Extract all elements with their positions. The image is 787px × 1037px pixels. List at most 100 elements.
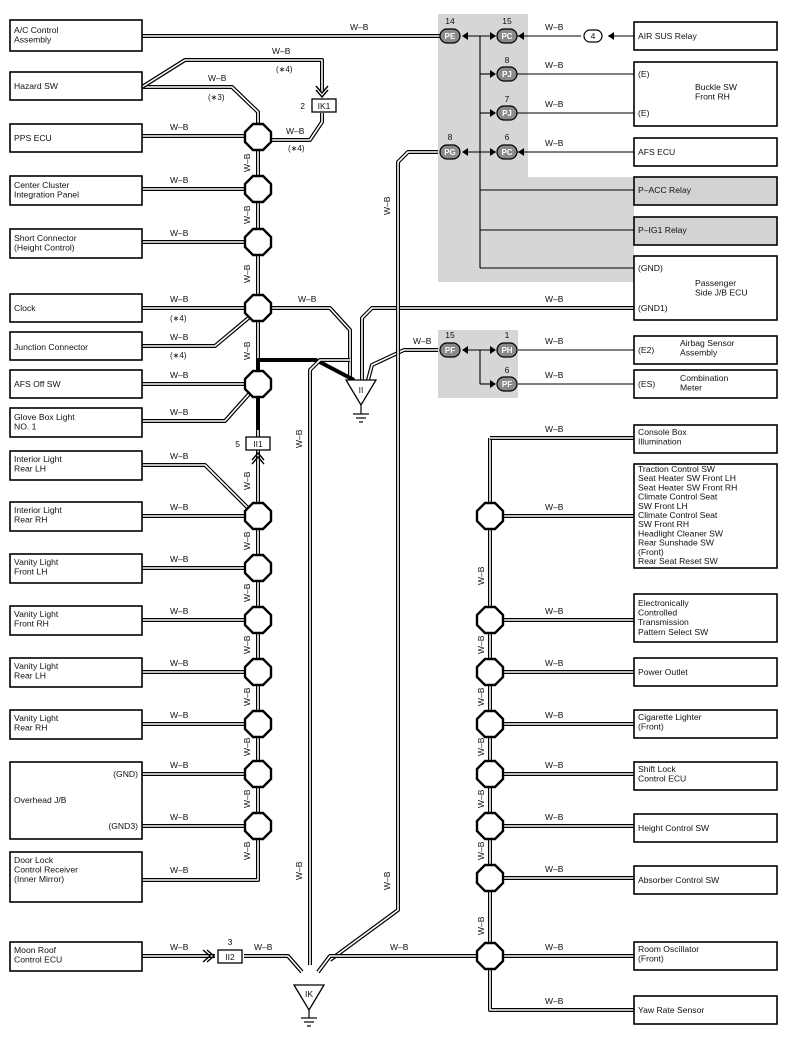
short-connector-label: Short Connector(Height Control) <box>14 233 77 253</box>
p-ig1-relay-label: P–IG1 Relay <box>638 225 687 235</box>
wire-label-vertical: W–B <box>242 737 252 756</box>
svg-text:8: 8 <box>448 132 453 142</box>
p-ig1-relay-box: P–IG1 Relay <box>633 216 778 246</box>
inline-connectors: IK1 2 II1 5 II2 3 <box>202 85 337 964</box>
junction-node-cigarette <box>475 709 505 739</box>
shade-step <box>518 14 528 177</box>
junction-node-afs-off <box>243 369 273 399</box>
svg-text:4: 4 <box>591 31 596 41</box>
wire-label: W–B <box>545 942 564 952</box>
connector-pg: PG 8 <box>439 132 468 160</box>
jb-connectors: PE 14 PC 15 PJ 8 PJ 7 PG 8 <box>439 16 614 392</box>
wire-label: W–B <box>545 658 564 668</box>
wire-label: W–B <box>545 710 564 720</box>
svg-text:6: 6 <box>505 132 510 142</box>
air-sus-relay-label: AIR SUS Relay <box>638 31 697 41</box>
wire-label-vertical: W–B <box>476 687 486 706</box>
absorber-control-sw-label: Absorber Control SW <box>638 875 720 885</box>
svg-text:IK: IK <box>305 989 313 999</box>
pps-ecu-label: PPS ECU <box>14 133 52 143</box>
absorber-control-sw-box: Absorber Control SW <box>633 865 778 895</box>
wire-label-vertical: W–B <box>476 916 486 935</box>
wire-label: W–B <box>170 451 189 461</box>
wire-label-vertical: W–B <box>242 341 252 360</box>
junction-connector-label: Junction Connector <box>14 342 88 352</box>
overhead-jb-label: Overhead J/B <box>14 795 67 805</box>
wire-label: W–B <box>545 812 564 822</box>
note-marker: (∗3) <box>208 93 225 102</box>
wire-label: W–B <box>254 942 273 952</box>
svg-text:PE: PE <box>445 32 456 41</box>
wire-label: W–B <box>272 46 291 56</box>
air-sus-relay-box: AIR SUS Relay <box>633 21 778 51</box>
svg-text:PC: PC <box>501 148 512 157</box>
junction-node-switch-group <box>475 501 505 531</box>
wire-label: W–B <box>170 865 189 875</box>
note-marker: (∗4) <box>288 144 305 153</box>
svg-text:PF: PF <box>445 346 455 355</box>
wire-label: W–B <box>545 864 564 874</box>
short-connector-box: Short Connector(Height Control) <box>9 228 143 259</box>
wire-label-vertical: W–B <box>294 861 304 880</box>
svg-text:IK1: IK1 <box>318 101 331 111</box>
junction-points <box>243 122 505 971</box>
yaw-rate-sensor-label: Yaw Rate Sensor <box>638 1005 704 1015</box>
junction-node-vanity-front-lh <box>243 553 273 583</box>
wire-label: W–B <box>545 424 564 434</box>
buckle-e1-label: (E) <box>638 69 650 79</box>
svg-text:3: 3 <box>228 937 233 947</box>
svg-text:PF: PF <box>502 380 512 389</box>
wire-label: W–B <box>170 710 189 720</box>
wire-label-vertical: W–B <box>242 583 252 602</box>
wire-label-vertical: W–B <box>476 566 486 585</box>
wire-label: W–B <box>170 122 189 132</box>
overhead-gnd-label: (GND) <box>113 769 138 779</box>
footnote-markers: (∗4) (∗3) (∗4) (∗4) (∗4) <box>170 65 305 360</box>
hazard-sw-box: Hazard SW <box>9 71 143 101</box>
passenger-gnd1-label: (GND1) <box>638 303 668 313</box>
svg-text:15: 15 <box>502 16 512 26</box>
wire-label: W–B <box>545 606 564 616</box>
svg-text:1: 1 <box>505 330 510 340</box>
connector-ph: PH 1 <box>490 330 518 358</box>
note-marker: (∗4) <box>276 65 293 74</box>
wire-label: W–B <box>170 370 189 380</box>
junction-node-short-connector <box>243 227 273 257</box>
svg-text:PC: PC <box>501 32 512 41</box>
yaw-rate-sensor-box: Yaw Rate Sensor <box>633 995 778 1025</box>
junction-node-interior-rear-rh <box>243 501 273 531</box>
note-marker: (∗4) <box>170 351 187 360</box>
junction-node-room-oscillator <box>475 941 505 971</box>
ground-ii: II <box>344 379 378 423</box>
connector-pc-15: PC 15 <box>490 16 524 44</box>
svg-text:8: 8 <box>505 55 510 65</box>
svg-text:PJ: PJ <box>502 70 512 79</box>
wire-label-vertical: W–B <box>242 789 252 808</box>
connector-pj-8: PJ 8 <box>490 55 518 82</box>
connector-pc-6: PC 6 <box>490 132 524 160</box>
wire-label-vertical: W–B <box>476 841 486 860</box>
